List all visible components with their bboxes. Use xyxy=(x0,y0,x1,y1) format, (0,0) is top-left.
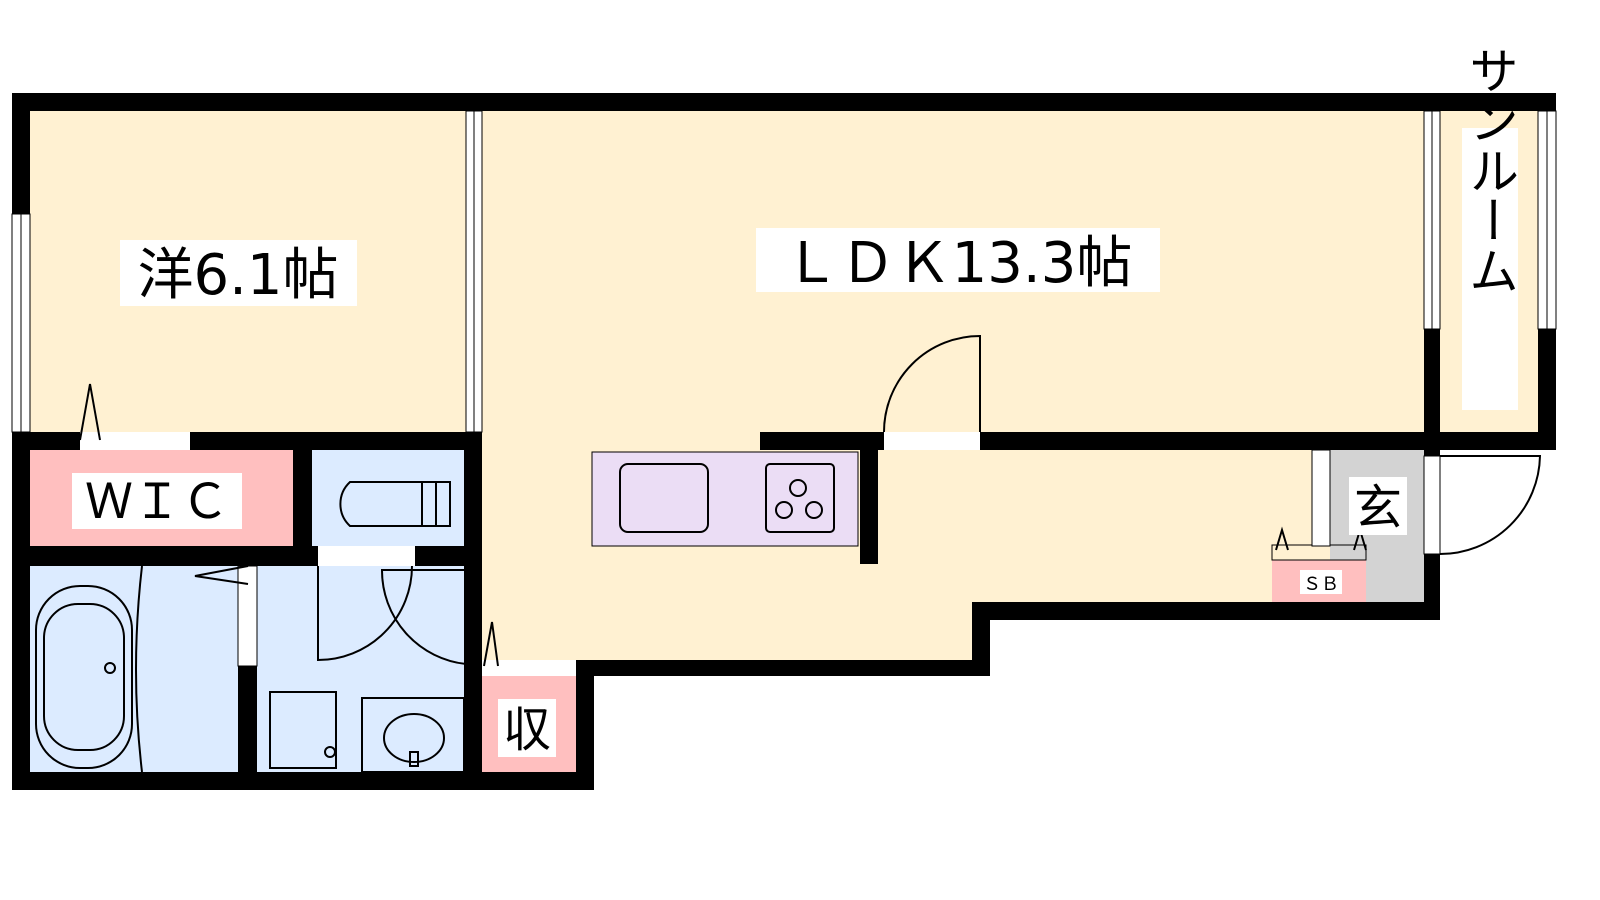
toilet-icon xyxy=(339,481,451,527)
room-ldk-corridor xyxy=(878,450,1330,602)
label-wic: ＷＩＣ xyxy=(85,474,229,530)
label-western-room: 洋6.1帖 xyxy=(137,243,338,308)
sink-icon xyxy=(619,463,709,533)
label-entrance: 玄 xyxy=(1354,480,1402,536)
room-toilet xyxy=(312,450,464,546)
label-storage: 収 xyxy=(503,702,551,758)
washbasin-icon xyxy=(361,697,465,773)
label-sunroom: サンルーム xyxy=(1461,45,1519,295)
stove-icon xyxy=(765,463,835,533)
room-washroom xyxy=(257,566,464,772)
label-ldk: ＬＤＫ13.3帖 xyxy=(784,231,1133,296)
label-shoebox: ＳＢ xyxy=(1303,574,1339,595)
room-bath xyxy=(30,566,238,772)
bathtub-icon xyxy=(35,565,143,773)
doors xyxy=(79,334,1542,676)
windows xyxy=(11,110,1557,433)
washing-machine-icon xyxy=(269,691,337,769)
kitchen-counter xyxy=(591,451,859,547)
